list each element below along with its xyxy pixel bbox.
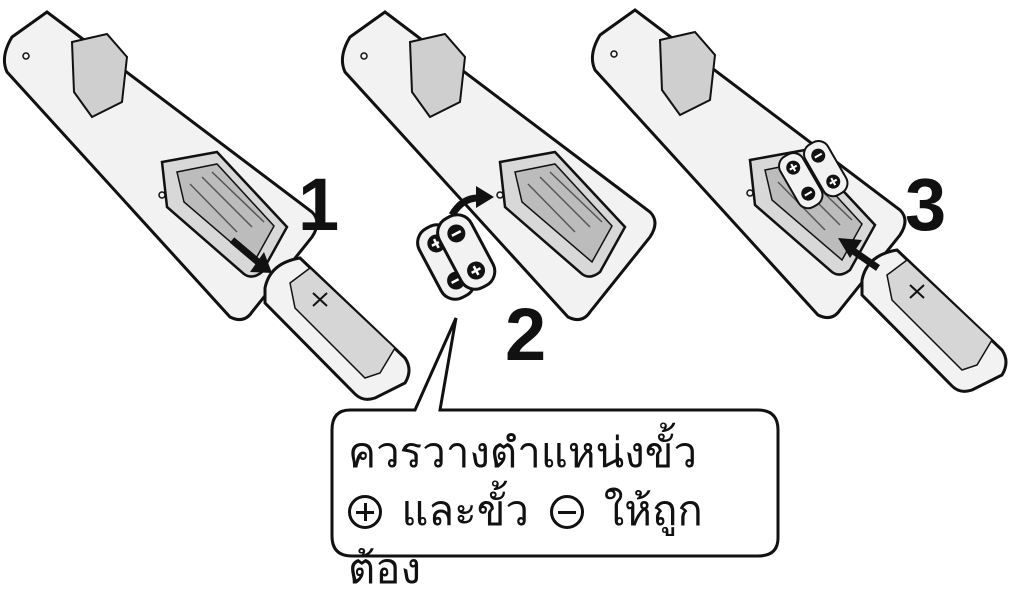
insert-battery-arrowhead (476, 186, 494, 208)
battery-cover-step-1 (263, 256, 411, 401)
plus-terminal-icon (348, 495, 382, 529)
remove-cover-arrow (229, 237, 261, 265)
callout-text: ควรวางตำแหน่งขั้ว และขั้ว ให้ถูกต้อง (348, 424, 768, 598)
step-number-1: 1 (298, 163, 340, 246)
step-number-2: 2 (505, 293, 547, 376)
callout-line-2-part-1: และขั้ว (401, 486, 530, 535)
remote-step-3 (590, 8, 907, 320)
attach-cover-arrowhead (838, 238, 862, 258)
step-number-3: 3 (905, 163, 947, 246)
battery-installation-diagram (2, 8, 1008, 558)
insert-battery-arrow (448, 194, 479, 217)
callout-line-1: ควรวางตำแหน่งขั้ว (348, 428, 698, 477)
callout-bubble (330, 317, 780, 558)
battery-cover-step-3 (860, 248, 1008, 393)
callout-line-2: และขั้ว ให้ถูกต้อง (348, 482, 768, 598)
batteries-step-2 (416, 213, 497, 301)
remove-cover-arrowhead (250, 252, 272, 273)
minus-terminal-icon (550, 495, 585, 529)
attach-cover-arrow (850, 247, 880, 271)
